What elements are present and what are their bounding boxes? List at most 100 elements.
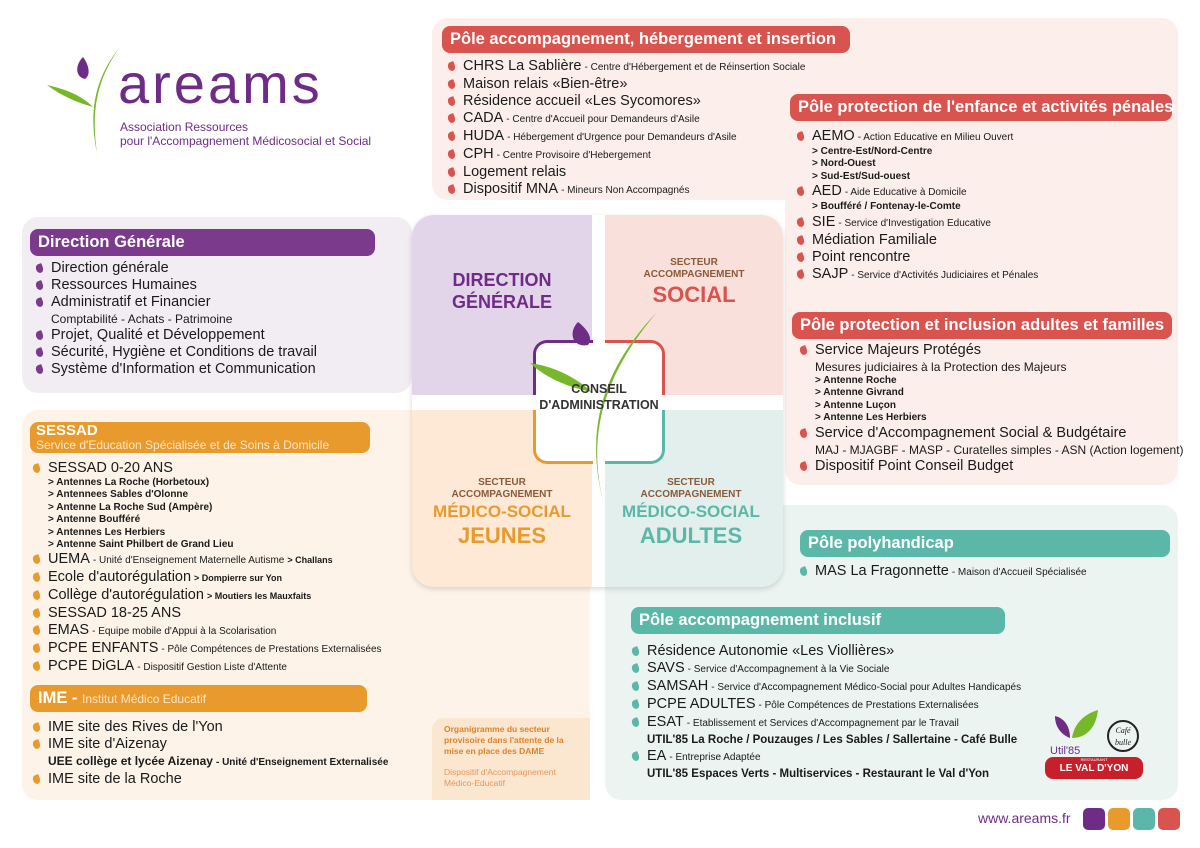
list-item: Système d'Information et Communication [34,361,317,378]
item-description: - Service d'Activités Judiciaires et Pén… [851,269,1039,281]
list-item: Direction générale [34,260,317,277]
sessad-subtitle: Service d'Education Spécialisée et de So… [36,438,330,452]
medico-title: MÉDICO-SOCIAL [622,502,760,521]
list-item: Sécurité, Hygiène et Conditions de trava… [34,344,317,361]
ime-subtitle: Institut Médico Educatif [82,692,207,706]
conseil-label-1: CONSEIL [571,382,627,396]
item-description: - Hébergement d'Urgence pour Demandeurs … [507,132,737,143]
item-title: AEMO [812,128,855,144]
item-note-description: - Unité d'Enseignement Externalisée [215,757,389,768]
restaurant-val-dyon-logo: RESTAURANT LE VAL D'YON [1045,757,1143,779]
list-item: Résidence Autonomie «Les Viollières» [630,643,1021,660]
accomp-label: ACCOMPAGNEMENT [451,489,553,500]
item-title: AED [812,183,842,200]
item-title: IME site d'Aizenay [48,736,167,752]
item-description: - Aide Educative à Domicile [844,187,967,199]
list-item: Dispositif MNA- Mineurs Non Accompagnés [446,181,805,199]
item-description: - Unité d'Enseignement Maternelle Autism… [92,555,285,567]
jeunes-title: JEUNES [457,523,547,548]
list-item: IME site de la Roche [31,771,388,788]
item-description: - Pôle Compétences de Prestations Extern… [758,700,979,711]
color-swatch-red [1158,808,1180,830]
adultes-title: ADULTES [639,523,743,548]
item-note: UEE collège et lycée Aizenay- Unité d'En… [31,753,388,771]
leaf-bullet-icon [795,131,806,142]
ime-header: IME - Institut Médico Educatif [30,685,367,712]
item-title: Logement relais [463,164,567,180]
util85-text: Util'85 [1050,745,1081,757]
direction-label-2: GÉNÉRALE [451,292,552,312]
website-link[interactable]: www.areams.fr [978,810,1071,826]
item-description: - Mineurs Non Accompagnés [561,185,690,196]
leaf-bullet-icon [795,234,806,246]
leaf-bullet-icon [31,722,42,733]
list-item: CPH- Centre Provisoire d'Hebergement [446,146,805,164]
list-item: MAS La Fragonnette- Maison d'Accueil Spé… [798,563,1087,581]
item-sub-location: > Antennes La Roche (Horbetoux) [48,477,210,488]
leaf-bullet-icon [446,167,457,178]
list-item: CHRS La Sablière- Centre d'Hébergement e… [446,58,805,76]
item-description: - Maison d'Accueil Spécialisée [951,567,1087,578]
leaf-bullet-icon [630,646,641,657]
item-note: UTIL'85 Espaces Verts - Multiservices - … [647,768,990,780]
item-title: PCPE DiGLA [48,658,135,675]
leaf-bullet-icon [31,739,42,750]
logo-wordmark: areams [118,52,323,115]
item-title: SESSAD 18-25 ANS [48,605,181,622]
list-item: Ressources Humaines [34,277,317,294]
hebergement-header: Pôle accompagnement, hébergement et inse… [442,26,850,53]
leaf-bullet-icon [34,263,45,274]
list-item: Service d'Accompagnement Social & Budgét… [798,425,1184,442]
list-item: Collège d'autorégulation> Moutiers les M… [31,587,382,605]
ime-title: IME - [38,689,78,707]
list-item: IME site des Rives de l'Yon [31,719,388,736]
list-item: PCPE DiGLA- Dispositif Gestion Liste d'A… [31,658,382,676]
dame-note-definition: Dispositif d'Accompagnement Médico-Educa… [444,767,556,788]
item-title: Point rencontre [812,248,911,265]
hebergement-list: CHRS La Sablière- Centre d'Hébergement e… [446,58,805,199]
secteur-label: SECTEUR [670,257,718,268]
list-item: SAVS- Service d'Accompagnement à la Vie … [630,660,1021,678]
item-location: > Dompierre sur Yon [194,573,282,584]
item-title: UEMA [48,551,90,568]
util85-leaves-icon [1055,710,1098,738]
list-item: Médiation Familiale [795,232,1038,249]
item-title: Direction générale [51,260,169,276]
list-item: Résidence accueil «Les Sycomores» [446,93,805,110]
item-title: MAS La Fragonnette [815,563,949,579]
leaf-bullet-icon [31,625,42,637]
leaf-bullet-icon [795,216,806,228]
item-title: EA [647,748,667,764]
list-item: ESAT- Etablissement et Services d'Accomp… [630,714,1021,732]
leaf-bullet-icon [31,554,42,566]
polyhandicap-list: MAS La Fragonnette- Maison d'Accueil Spé… [798,563,1087,581]
polyhandicap-header: Pôle polyhandicap [800,530,1170,557]
color-swatch-orange [1108,808,1130,830]
item-sub-location: > Antenne Boufféré [48,514,141,526]
list-item: Maison relais «Bien-être» [446,76,805,93]
item-title: Médiation Familiale [812,231,937,248]
leaf-bullet-icon [34,347,45,358]
item-location: > Moutiers les Mauxfaits [206,591,312,602]
item-note-text: Comptabilité - Achats - Patrimoine [51,312,233,326]
list-item: Dispositif Point Conseil Budget [798,458,1184,475]
areams-logo: areams Association Ressources pour l'Acc… [40,40,390,160]
item-title: Dispositif MNA [463,181,559,197]
leaf-bullet-icon [630,663,641,674]
item-description: - Etablissement et Services d'Accompagne… [686,718,959,729]
item-title: Ressources Humaines [51,277,197,293]
item-sub-location: > Antennees Sables d'Olonne [48,489,189,501]
medico-title: MÉDICO-SOCIAL [433,502,571,521]
list-item: PCPE ENFANTS- Pôle Compétences de Presta… [31,640,382,658]
inclusif-list: Résidence Autonomie «Les Viollières»SAVS… [630,643,1021,782]
list-item: Ecole d'autorégulation> Dompierre sur Yo… [31,569,382,587]
cafe-bulle-text: Café bulle [1115,726,1131,747]
item-title: Sécurité, Hygiène et Conditions de trava… [51,344,317,360]
item-note-text: MAJ - MJAGBF - MASP - Curatelles simples… [815,442,1184,457]
